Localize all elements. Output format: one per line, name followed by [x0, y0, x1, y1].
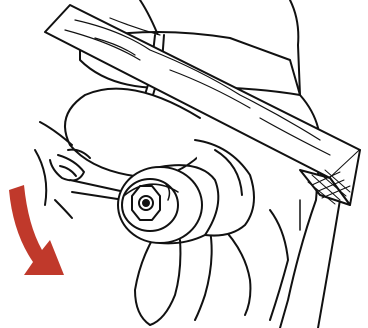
skeg: [270, 210, 288, 320]
wrench: [70, 180, 125, 200]
rotation-arrow: [9, 185, 64, 275]
